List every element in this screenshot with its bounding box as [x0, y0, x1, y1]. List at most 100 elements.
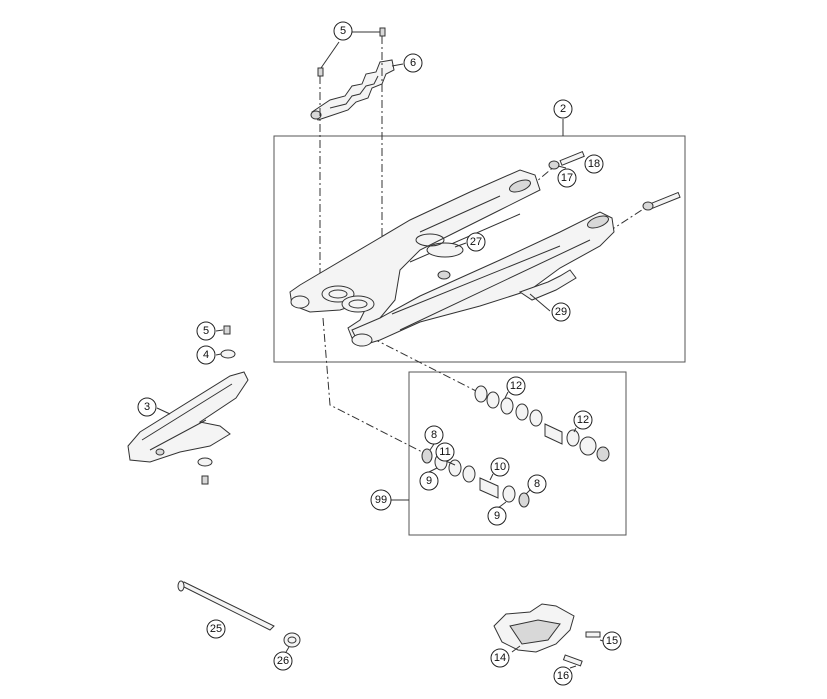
slider-washer	[197, 457, 213, 467]
bracket-body	[311, 59, 395, 121]
leader-6	[391, 63, 404, 67]
bearing-seat-right-inner	[348, 299, 368, 309]
callout-9a-label: 9	[426, 475, 432, 487]
chain-guide-lower	[493, 603, 604, 669]
callout-11-label: 11	[439, 446, 450, 458]
leader-16	[569, 665, 577, 669]
callout-5b-label: 5	[203, 325, 209, 337]
adjuster-bolt	[649, 191, 681, 210]
callout-11: 11	[435, 442, 455, 462]
adjuster-nut	[642, 201, 654, 211]
callout-5b: 5	[196, 321, 216, 341]
washer-4	[220, 349, 236, 359]
ring-upper-1	[486, 391, 500, 409]
screw-5-lower	[223, 325, 231, 335]
callout-9a: 9	[419, 471, 439, 491]
callout-8b-label: 8	[534, 478, 540, 490]
leader-8b	[525, 489, 531, 495]
pivot-right	[351, 333, 373, 347]
brake-caliper-mount	[518, 269, 577, 301]
leader-3	[156, 407, 171, 415]
ring-lower-1	[448, 459, 462, 477]
protector-pad-27	[426, 242, 464, 258]
chain-slider	[127, 325, 249, 485]
pivot-shaft-head	[177, 580, 185, 592]
leader-8a	[429, 443, 435, 451]
callout-4-label: 4	[203, 349, 209, 361]
callout-6: 6	[403, 53, 423, 73]
callout-8b: 8	[527, 474, 547, 494]
callout-2-label: 2	[560, 103, 566, 115]
bearing-12b	[566, 429, 580, 447]
callout-99-label: 99	[375, 494, 387, 506]
leader-29	[529, 293, 551, 312]
axis-pivot-left	[322, 317, 431, 457]
screw-5-right	[379, 27, 386, 37]
callout-8a: 8	[424, 425, 444, 445]
leader-14	[511, 645, 521, 653]
bearing-kit-frame-group	[391, 371, 627, 536]
callout-26-label: 26	[277, 655, 289, 667]
callout-9b: 9	[487, 506, 507, 526]
leader-5a-left	[320, 41, 340, 69]
swingarm-lower-arm	[351, 211, 615, 347]
pivot-left	[290, 295, 310, 309]
callout-16: 16	[553, 666, 573, 686]
leader-12b	[573, 427, 577, 433]
axle-slot-lower	[587, 215, 609, 229]
callout-10-label: 10	[494, 461, 506, 473]
bearing-upper-3	[529, 409, 543, 427]
cap-lower-left	[421, 448, 433, 464]
callout-4: 4	[196, 345, 216, 365]
callout-8a-label: 8	[431, 429, 437, 441]
callout-5a: 5	[333, 21, 353, 41]
seal-lower-right	[502, 485, 516, 503]
leader-4	[215, 353, 222, 356]
leader-26	[285, 646, 290, 653]
callout-2: 2	[553, 99, 573, 119]
swingarm-contours	[391, 195, 591, 331]
callout-18-label: 18	[588, 158, 600, 170]
bearing-seat-right	[341, 295, 375, 313]
callout-27-label: 27	[470, 236, 482, 248]
leader-12a	[504, 391, 509, 399]
swingarm	[289, 150, 681, 347]
bearing-kit-parts	[421, 385, 610, 509]
callout-18: 18	[584, 154, 604, 174]
bearing-seat-left-inner	[328, 289, 348, 299]
axis-axle-lower	[607, 205, 649, 233]
seal-upper-right	[579, 436, 597, 456]
callout-5a-label: 5	[340, 25, 346, 37]
chain-slider-body	[127, 371, 249, 463]
leader-9a	[428, 467, 438, 473]
callout-15: 15	[602, 631, 622, 651]
bearing-12a	[500, 397, 514, 415]
bearing-11	[462, 465, 476, 483]
callout-16-label: 16	[557, 670, 569, 682]
callout-17: 17	[557, 168, 577, 188]
bracket-detail	[329, 75, 379, 109]
axle-slot-upper	[509, 179, 531, 193]
screw-16	[562, 654, 583, 667]
bearing-upper-2	[515, 403, 529, 421]
sleeve-10	[479, 477, 499, 499]
callout-10: 10	[490, 457, 510, 477]
assembly-lines	[319, 36, 649, 457]
leader-15	[599, 639, 604, 642]
pivot-sleeve-inner	[287, 636, 297, 644]
callout-6-label: 6	[410, 57, 416, 69]
callout-17-label: 17	[561, 172, 573, 184]
callout-99: 99	[370, 489, 392, 511]
pivot-shaft-group	[177, 580, 301, 653]
callout-14-label: 14	[494, 652, 506, 664]
callout-26: 26	[273, 651, 293, 671]
axle-bolt-18	[559, 150, 585, 166]
chain-guide-bracket	[310, 27, 404, 121]
swingarm-boss	[437, 270, 451, 280]
leader-27	[454, 242, 467, 248]
protector-pad-27-b	[415, 233, 445, 247]
leader-10	[489, 473, 494, 481]
sleeve-upper	[544, 423, 563, 445]
